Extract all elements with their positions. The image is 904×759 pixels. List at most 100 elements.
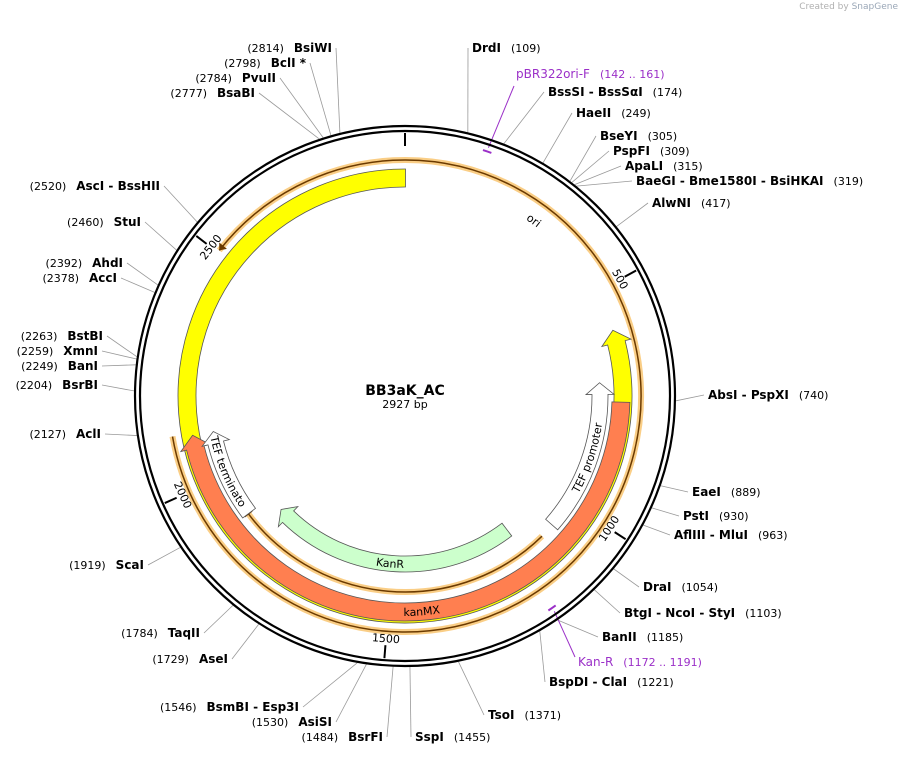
enzyme-name: ApaLI [625,159,663,173]
enzyme-label: (1530)AsiSI [252,715,332,729]
enzyme-leader [144,221,177,251]
enzyme-leader [106,335,138,358]
enzyme-label: AlwNI(417) [652,196,731,210]
feature-label: KanR [375,556,404,571]
enzyme-label: (2784)PvuII [195,71,276,85]
enzyme-name: BsiWI [294,41,332,55]
enzyme-name: TsoI [488,708,514,722]
enzyme-position: (2798) [224,57,261,70]
enzyme-label: (2520)AscI - BssHII [30,179,160,193]
enzyme-leader [660,485,689,493]
enzyme-position: (889) [731,486,761,499]
enzyme-leader [309,62,332,136]
enzyme-leader [163,185,198,223]
enzyme-label: DrdI (109) [472,41,541,55]
enzyme-leader [120,277,155,293]
enzyme-leader [569,135,597,182]
enzyme-label: (2777)BsaBI [170,86,255,100]
primer-label: Kan-R(1172 .. 1191) [578,655,702,669]
enzyme-label: SspI (1455) [415,730,490,744]
enzyme-position: (2204) [16,379,53,392]
enzyme-name: AhdI [92,256,123,270]
enzyme-leader [302,662,358,708]
enzyme-name: BsmBI - Esp3I [207,700,299,714]
enzyme-name: BaeGI - Bme1580I - BsiHKAI [636,174,824,188]
enzyme-position: (963) [758,529,788,542]
enzyme-position: (1784) [121,627,158,640]
enzyme-position: (309) [660,145,690,158]
enzyme-label: BspDI - ClaI(1221) [549,675,674,689]
enzyme-leader [126,262,159,286]
credit-prefix: Created by [799,2,849,12]
enzyme-leader [675,394,705,402]
enzyme-label: (2127)AclI [29,427,101,441]
enzyme-label: (2392)AhdI [46,256,123,270]
enzyme-position: (1455) [454,731,491,744]
enzyme-position: (319) [834,175,864,188]
enzyme-leader [539,631,546,683]
enzyme-name: BspDI - ClaI [549,675,627,689]
enzyme-position: (109) [511,42,541,55]
enzyme-position: (2520) [30,180,67,193]
enzyme-leader [104,433,137,436]
enzyme-position: (305) [648,130,678,143]
enzyme-position: (2259) [17,345,54,358]
feature-label-text: ori [524,211,543,230]
enzyme-leader [613,568,640,588]
enzyme-label: (1784)TaqII [121,626,200,640]
enzyme-label: DraI(1054) [643,580,718,594]
enzyme-labels: DrdI(109)BssSI - BssSαI(174)HaeII(249)Bs… [16,41,864,744]
enzyme-label: BaeGI - Bme1580I - BsiHKAI (319) [636,174,863,188]
enzyme-name: AclI [76,427,101,441]
enzyme-position: (1054) [681,581,718,594]
enzyme-name: DrdI [472,41,501,55]
enzyme-name: PvuII [242,71,276,85]
feature-kanr [277,506,513,573]
enzyme-position: (1371) [524,709,561,722]
enzyme-position: (249) [621,107,651,120]
enzyme-position: (1103) [745,607,782,620]
enzyme-leader [101,384,135,392]
enzyme-leader [279,77,324,138]
primer-mark [482,149,492,154]
enzyme-position: (2249) [21,360,58,373]
enzyme-name: ScaI [116,558,144,572]
enzyme-name: BstBI [67,329,103,343]
enzyme-position: (1919) [69,559,106,572]
enzyme-label: (2204)BsrBI [16,378,98,392]
enzyme-leader [651,507,680,517]
enzyme-name: BseYI [600,129,638,143]
enzyme-name: BsaBI [217,86,255,100]
tick-mark [624,269,637,278]
enzyme-label: EaeI(889) [692,485,761,499]
enzyme-label: (1919) ScaI [69,558,144,572]
enzyme-position: (2814) [247,42,284,55]
enzyme-name: PspFI [613,144,650,158]
enzyme-position: (2263) [21,330,58,343]
enzyme-name: SspI [415,730,444,744]
enzyme-position: (930) [719,510,749,523]
plasmid-name: BB3aK_AC [365,383,445,399]
enzyme-label: BtgI - NcoI - StyI(1103) [624,606,782,620]
enzyme-leader [576,180,633,187]
snapgene-credit: Created by SnapGene [799,2,898,12]
enzyme-name: AsiSI [298,715,332,729]
enzyme-label: BssSI - BssSαI(174) [548,85,682,99]
enzyme-leader [335,47,341,133]
backbone-outer-circle [133,124,677,668]
enzyme-label: (1546)BsmBI - Esp3I [160,700,299,714]
enzyme-name: AbsI - PspXI [708,388,789,402]
enzyme-label: (2259)XmnI [17,344,98,358]
enzyme-leader [643,524,671,536]
orange-arc-line [171,159,642,633]
enzyme-leader [574,165,622,186]
primer-name: pBR322ori-F [516,67,590,81]
enzyme-name: AseI [199,652,228,666]
backbone-inner-circle [138,129,672,663]
enzyme-label: PspFI (309) [613,144,690,158]
enzyme-label: PstI(930) [683,509,749,523]
enzyme-label: (2460)StuI [67,215,141,229]
enzyme-leader [101,350,137,360]
enzyme-leader [231,623,260,660]
